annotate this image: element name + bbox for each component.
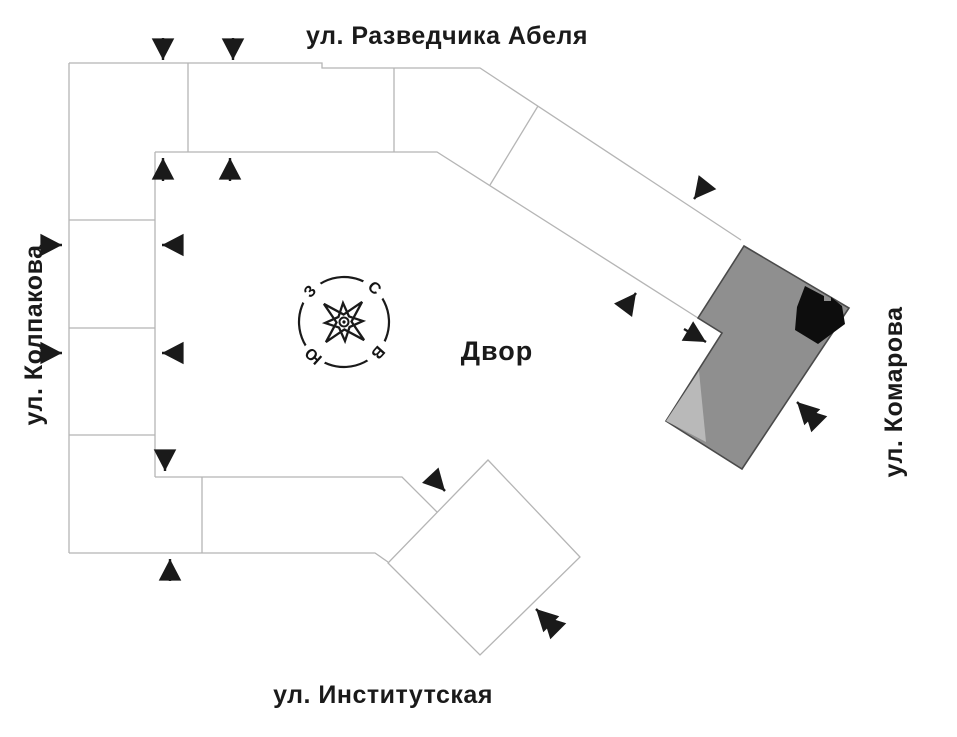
- compass-circle-gap: [364, 339, 391, 366]
- south-wing-outer-edge: [69, 552, 389, 563]
- diamond-building: [387, 459, 581, 656]
- compass-circle-gap: [361, 275, 388, 302]
- highlighted-building-light-section: [666, 371, 706, 442]
- entrance-arrows: [40, 38, 828, 640]
- courtyard-label: Двор: [461, 336, 533, 366]
- compass-circle-gap: [300, 342, 327, 369]
- highlighted-building-roof-section: [795, 286, 845, 344]
- street-label-right: ул. Комарова: [880, 306, 908, 478]
- compass-hub: [338, 316, 350, 328]
- entrance-arrow: [422, 467, 446, 492]
- compass-star-main: [322, 300, 366, 344]
- highlighted-building-footprint[interactable]: [664, 244, 851, 471]
- entrance-arrow-double: [535, 608, 567, 640]
- highlighted-building[interactable]: [664, 244, 851, 471]
- section-divider: [489, 105, 539, 186]
- entrance-arrow: [693, 175, 717, 200]
- entrance-arrow-double: [796, 401, 828, 433]
- street-label-top: ул. Разведчика Абеля: [306, 22, 588, 50]
- compass-star-diagonal: [321, 299, 367, 345]
- compass-rose: С В Ю З: [297, 275, 391, 369]
- north-wing-outer-edge: [69, 62, 742, 241]
- entrance-arrow: [614, 292, 637, 318]
- compass-circle-gap: [297, 278, 324, 305]
- building-outline: [68, 62, 742, 656]
- street-label-bottom: ул. Институтская: [273, 681, 493, 709]
- street-label-left: ул. Колпакова: [20, 244, 48, 426]
- north-wing-inner-edge: [155, 151, 699, 319]
- south-wing-inner-edge: [155, 476, 438, 513]
- entrance-arrow: [681, 321, 707, 344]
- compass-hub-dot: [342, 320, 346, 324]
